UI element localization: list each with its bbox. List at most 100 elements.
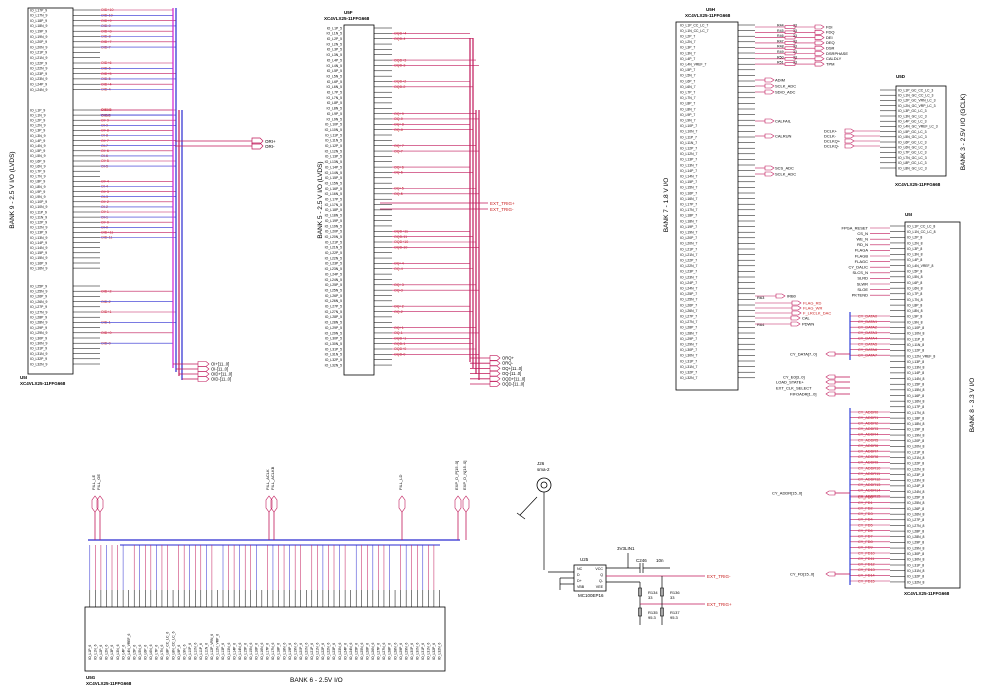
u5g-pin-label: IO_L20N_6 bbox=[304, 643, 308, 660]
u5f-pin-label: IO_L27P_5 bbox=[325, 305, 342, 309]
u5e-extras-group: FPGA_RESETCS_NWE_NRD_NFLAGAFLAGBFLAGCCY_… bbox=[772, 225, 890, 585]
u5i-bus-port bbox=[197, 361, 210, 367]
u5f-pin-label: IO_L1P_5 bbox=[327, 26, 342, 30]
u5g-pin-label: IO_L23P_6 bbox=[332, 643, 336, 660]
component-u5i: BANK 9 - 2.5 V I/O (LVDS) U5I XC4VLX25-1… bbox=[9, 7, 276, 386]
u5e-pin-label: IO_L4N_VREF_8 bbox=[907, 264, 933, 268]
u5i-pin-label: IO_L15P_9 bbox=[30, 251, 47, 255]
u5h-pin-label: IO_L31N_7 bbox=[680, 365, 697, 369]
u5h-body bbox=[675, 21, 739, 391]
u5h-pin-group: IO_L1P_CC_LC_7IO_L1N_CC_LC_7IO_L2P_7IO_L… bbox=[680, 23, 755, 380]
ext-trig-minus-label: EXT_TRIG- bbox=[490, 207, 514, 212]
u5h-pin-label: IO_L20P_7 bbox=[680, 236, 697, 240]
u5h-pin-label: IO_L30P_7 bbox=[680, 348, 697, 352]
u5g-pin-label: IO_L20P_6 bbox=[299, 643, 303, 660]
u5g-conn-port bbox=[398, 495, 406, 513]
u5e-ctrl-label: SLWR bbox=[857, 281, 868, 286]
u5e-pin-label: IO_L19N_8 bbox=[907, 433, 924, 437]
j26-inner bbox=[540, 481, 548, 489]
u5h-pin-label: IO_L14N_7 bbox=[680, 175, 697, 179]
u5f-pin-label: IO_L2N_5 bbox=[327, 42, 343, 46]
u5e-addr-label: CY_ADDR14 bbox=[858, 489, 880, 493]
u5h-mid-port bbox=[764, 89, 775, 95]
u5g-pin-label: IO_L12N_VRP_6 bbox=[216, 634, 220, 660]
u5i-pin-label: IO_L29P_9 bbox=[30, 326, 47, 330]
u5e-pin-label: IO_L31P_8 bbox=[907, 563, 924, 567]
u5i-pin-label: IO_L17N_9 bbox=[30, 14, 47, 18]
u5h-lower-label: CAL bbox=[802, 315, 811, 320]
u5g-pin-label: IO_L11P_6 bbox=[199, 643, 203, 660]
u5i-pin-label: IO_L13P_9 bbox=[30, 231, 47, 235]
u5h-pin-label: IO_L3P_7 bbox=[680, 46, 695, 50]
u5h-pin-label: IO_L32N_7 bbox=[680, 376, 697, 380]
u5d-pin-label: IO_L1N_GC_CC_LC_3 bbox=[898, 94, 934, 98]
u5g-conn-port bbox=[96, 495, 104, 513]
u5i-pin-label: IO_L18P_9 bbox=[30, 19, 47, 23]
u5h-mid-port bbox=[764, 165, 775, 171]
u5h-pin-label: IO_L18P_7 bbox=[680, 214, 697, 218]
u5h-pin-label: IO_L30N_7 bbox=[680, 354, 697, 358]
u5f-pin-label: IO_L20P_5 bbox=[325, 230, 342, 234]
u5g-conn-label: FILL_OE bbox=[96, 474, 101, 490]
u5e-ctrl-label: RD_N bbox=[857, 242, 868, 247]
u5f-pin-label: IO_L12P_5 bbox=[325, 144, 342, 148]
u5e-pin-label: IO_L31N_8 bbox=[907, 569, 924, 573]
u5f-ref: U5F bbox=[344, 10, 353, 15]
u5f-pin-label: IO_L18P_5 bbox=[325, 208, 342, 212]
u5i-pin-label: IO_L28N_9 bbox=[30, 321, 47, 325]
u5g-pin-label: IO_L29N_6 bbox=[404, 643, 408, 660]
u5e-pin-label: IO_L3N_8 bbox=[907, 253, 923, 257]
u5e-pin-label: IO_L30P_8 bbox=[907, 552, 924, 556]
u5f-bus-label: ORQ- bbox=[502, 361, 514, 366]
j26-part: sma-2 bbox=[537, 467, 550, 472]
u5h-net-label: DEQ bbox=[826, 40, 835, 45]
u25-part: MC100EP16 bbox=[578, 593, 604, 598]
u5g-pin-label: IO_L14N_6 bbox=[238, 643, 242, 660]
u5i-pin-label: IO_L16N_9 bbox=[30, 266, 47, 270]
u5g-pin-label: IO_L27N_6 bbox=[382, 643, 386, 660]
component-u5e: U5I XC4VLX25-11FFG668 BANK 8 - 3.3 V I/O… bbox=[772, 212, 976, 596]
u5h-pin-label: IO_L12P_7 bbox=[680, 147, 697, 151]
u5e-addr-label: CY_ADDR4 bbox=[858, 433, 878, 437]
u5e-fd-label: CY_FD11 bbox=[858, 557, 874, 561]
u5g-pin-label: IO_L11N_6 bbox=[205, 643, 209, 660]
u5g-conn-port bbox=[265, 495, 273, 513]
u5f-bus-port bbox=[489, 370, 501, 377]
u5e-ctrl-label: PKTEND bbox=[852, 293, 868, 298]
u5g-pin-label: IO_L6P_6 bbox=[144, 645, 148, 660]
u5h-lower-label: F_LRCLK_DAC bbox=[803, 310, 831, 315]
u5i-bus-label: OI-[11..0] bbox=[211, 367, 228, 372]
u5h-net-label: DSR bbox=[826, 46, 835, 51]
u5e-bus-label: LOAD_STATE+ bbox=[776, 379, 804, 384]
u25-out-plus-label: EXT_TRIG+ bbox=[707, 602, 732, 607]
u5e-addr-label: CY_ADDR3 bbox=[858, 427, 878, 431]
u5g-pin-label: IO_L2P_6 bbox=[99, 645, 103, 660]
u5h-pin-label: IO_L26N_7 bbox=[680, 309, 697, 313]
u5h-pin-label: IO_L29N_7 bbox=[680, 343, 697, 347]
u5g-pin-label: IO_L5P_6 bbox=[132, 645, 136, 660]
u5i-pin-label: IO_L3P_9 bbox=[30, 129, 45, 133]
u5h-pin-label: IO_L14P_7 bbox=[680, 169, 697, 173]
u25-res-ref: R135 bbox=[648, 610, 658, 615]
u5i-pin-label: IO_L32N_9 bbox=[30, 362, 47, 366]
u5f-pin-label: IO_L30N_5 bbox=[325, 342, 342, 346]
u5d-pin-label: IO_L1P_GC_CC_LC_3 bbox=[898, 88, 933, 92]
u5f-bus-port bbox=[489, 355, 501, 361]
u5h-pin-label: IO_L13N_7 bbox=[680, 163, 697, 167]
u5g-body bbox=[84, 606, 446, 672]
u5e-bus-label: EXT_CLK_SELECT bbox=[776, 385, 812, 390]
u5h-pin-label: IO_L4N_VREF_7 bbox=[680, 63, 706, 67]
u5f-pin-label: IO_L26P_5 bbox=[325, 294, 342, 298]
u5e-pin-label: IO_L25P_8 bbox=[907, 496, 924, 500]
u5g-pin-label: IO_L32N_6 bbox=[438, 643, 442, 660]
u5f-part: XC4VLX25-11FFG668 bbox=[324, 16, 370, 21]
u5d-net-label: DCLK+ bbox=[824, 128, 838, 133]
u5g-pin-label: IO_L5N_6 bbox=[138, 644, 142, 660]
u5h-pin-label: IO_L28N_7 bbox=[680, 331, 697, 335]
u5d-net-label: DCLKQ+ bbox=[824, 138, 841, 143]
u5h-pin-label: IO_L5P_7 bbox=[680, 68, 695, 72]
